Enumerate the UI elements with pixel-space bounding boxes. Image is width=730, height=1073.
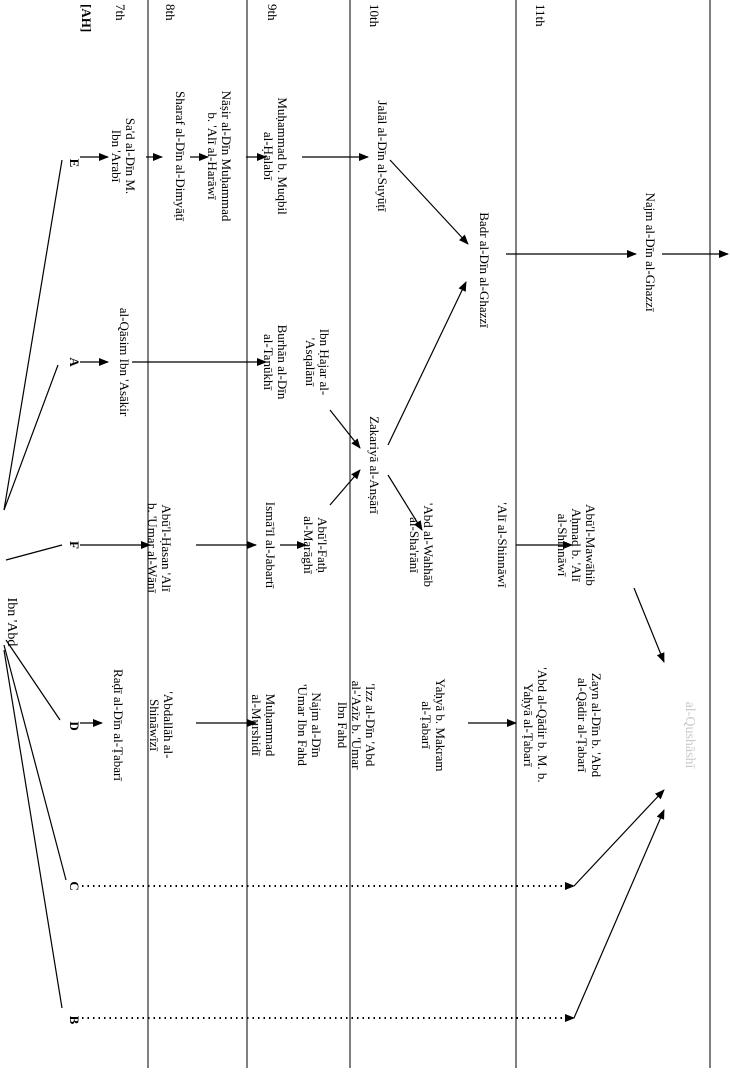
arrow-maraghi-to-zakariya xyxy=(329,469,361,506)
name-d3-line-2: al-Murshidī xyxy=(249,694,264,756)
name-badr: Badr al-Dīn al-Ghazzī xyxy=(477,212,492,328)
name-d7-line-2: Yaḥyā al-Ṭabarī xyxy=(521,683,536,767)
name-d4-line-1: Najm al-Dīn xyxy=(309,692,324,758)
name-zakariya: Zakariyā al-Anṣārī xyxy=(367,416,382,514)
fan-to-D xyxy=(5,639,61,721)
name-f1-line-2: b. 'Umar al-Wānī xyxy=(145,503,160,593)
name-zakariya-line-1: Zakariyā al-Anṣārī xyxy=(367,416,382,514)
name-d4-line-2: 'Umar Ibn Fahd xyxy=(295,684,310,766)
name-e2: Sharaf al-Dīn al-Dimyāṭī xyxy=(173,91,188,221)
name-d6-line-2: al-Ṭabarī xyxy=(419,701,434,749)
name-e3-line-1: Nāṣir al-Dīn Muḥammad xyxy=(219,91,234,222)
name-d5: 'Izz al-Dīn 'Abdal-'Azīz b. 'UmarIbn Fah… xyxy=(335,681,378,770)
name-f2-line-1: Ismā'īl al-Jabartī xyxy=(263,502,278,589)
name-f1-line-1: Abū'l-Ḥasan 'Alī xyxy=(159,504,174,592)
name-f5-line-1: 'Alī al-Shinnāwī xyxy=(495,502,510,587)
name-d3-line-1: Muḥammad xyxy=(263,694,278,757)
name-e1-line-2: Ibn 'Arabī xyxy=(109,130,124,183)
name-badr-line-1: Badr al-Dīn al-Ghazzī xyxy=(477,212,492,328)
root-label: Ibn 'Abd xyxy=(4,598,19,647)
name-a3-line-2: 'Asqalānī xyxy=(303,338,318,387)
arrow-C-to-center xyxy=(573,789,665,887)
line-F-label: F xyxy=(67,541,82,549)
name-f3-line-2: al-Marāghī xyxy=(301,516,316,574)
name-a3-line-1: Ibn Ḥajar al- xyxy=(317,329,332,395)
center-label: al-Qushāshī xyxy=(682,702,697,770)
name-f4-line-1: 'Abd al-Wahhāb xyxy=(421,503,436,587)
name-a2: Burhān al-Dīnal-Tanūkhī xyxy=(261,325,290,400)
name-najm-line-1: Najm al-Dīn al-Ghazzī xyxy=(643,192,658,312)
fan-to-A xyxy=(3,364,59,511)
line-E-label: E xyxy=(67,159,82,168)
name-d1: Raḍī al-Dīn al-Ṭabarī xyxy=(111,669,126,781)
arrow-shinnawi-to-center xyxy=(633,587,665,663)
name-f5: 'Alī al-Shinnāwī xyxy=(495,502,510,587)
name-d5-line-1: 'Izz al-Dīn 'Abd xyxy=(363,684,378,767)
name-e4-line-2: al-Ḥalabī xyxy=(261,132,276,181)
name-e1-line-1: Sa'd al-Dīn M. xyxy=(123,118,138,194)
name-najm: Najm al-Dīn al-Ghazzī xyxy=(643,192,658,312)
arrow-zakariya-to-badr xyxy=(387,281,467,446)
name-f6-line-2: Aḥmad b. 'Alī xyxy=(569,508,584,582)
name-e3-line-2: b. 'Alī al-Harāwī xyxy=(205,112,220,200)
name-a3: Ibn Ḥajar al-'Asqalānī xyxy=(303,329,332,395)
name-d4: Najm al-Dīn'Umar Ibn Fahd xyxy=(295,684,324,766)
name-a1: al-Qāsim Ibn 'Asākir xyxy=(117,308,132,417)
name-d2: 'Abdallāh al-Shināwīzī xyxy=(147,692,176,759)
name-d3: Muḥammadal-Murshidī xyxy=(249,694,278,757)
name-f3-line-1: Abū'l-Fatḥ xyxy=(315,517,330,573)
century-7-label: 7th xyxy=(113,4,128,21)
century-11-label: 11th xyxy=(533,4,548,27)
name-e5: Jalāl al-Dīn al-Suyūṭī xyxy=(375,100,390,212)
name-e5-line-1: Jalāl al-Dīn al-Suyūṭī xyxy=(375,100,390,212)
name-d6: Yaḥyā b. Makramal-Ṭabarī xyxy=(419,679,448,772)
name-f6-line-3: al-Shinnāwī xyxy=(555,514,570,577)
name-d2-line-1: 'Abdallāh al- xyxy=(161,692,176,759)
name-e4: Muḥammad b. Muqbilal-Ḥalabī xyxy=(261,97,290,215)
name-f4: 'Abd al-Wahhābal-Sha'rānī xyxy=(407,503,436,587)
name-f1: Abū'l-Ḥasan 'Alīb. 'Umar al-Wānī xyxy=(145,503,174,593)
fan-to-E xyxy=(3,159,63,511)
name-f4-line-2: al-Sha'rānī xyxy=(407,517,422,573)
name-f2: Ismā'īl al-Jabartī xyxy=(263,502,278,589)
line-A-label: A xyxy=(67,357,82,367)
arrow-zakariya-to-sharani xyxy=(387,474,423,531)
name-d6-line-1: Yaḥyā b. Makram xyxy=(433,679,448,772)
name-e1: Sa'd al-Dīn M.Ibn 'Arabī xyxy=(109,118,138,194)
name-d2-line-2: Shināwīzī xyxy=(147,699,162,751)
name-f3: Abū'l-Fatḥal-Marāghī xyxy=(301,516,330,574)
name-d5-line-3: Ibn Fahd xyxy=(335,702,350,749)
century-10-label: 10th xyxy=(367,4,382,28)
name-d1-line-1: Raḍī al-Dīn al-Ṭabarī xyxy=(111,669,126,781)
name-a1-line-1: al-Qāsim Ibn 'Asākir xyxy=(117,308,132,417)
name-a2-line-2: al-Tanūkhī xyxy=(261,334,276,391)
name-e2-line-1: Sharaf al-Dīn al-Dimyāṭī xyxy=(173,91,188,221)
line-C-label: C xyxy=(67,881,82,890)
name-d8-line-2: al-Qādir al-Ṭabarī xyxy=(575,678,590,773)
century-9-label: 9th xyxy=(265,4,280,21)
name-d7: 'Abd al-Qādir b. M. b.Yaḥyā al-Ṭabarī xyxy=(521,667,550,782)
name-e3: Nāṣir al-Dīn Muḥammadb. 'Alī al-Harāwī xyxy=(205,91,234,222)
fan-to-F xyxy=(5,544,63,561)
name-d8: Zayn al-Dīn b. 'Abdal-Qādir al-Ṭabarī xyxy=(575,673,604,778)
name-d8-line-1: Zayn al-Dīn b. 'Abd xyxy=(589,673,604,778)
name-f6: Abū'l-MawāhibAḥmad b. 'Alīal-Shinnāwī xyxy=(555,504,598,586)
line-D-label: D xyxy=(67,721,82,730)
arrow-asqalani-to-zakariya xyxy=(329,409,361,449)
name-d5-line-2: al-'Azīz b. 'Umar xyxy=(349,681,364,770)
century-8-label: 8th xyxy=(163,4,178,21)
name-a2-line-1: Burhān al-Dīn xyxy=(275,325,290,400)
arrow-B-to-center xyxy=(573,809,665,1019)
fan-to-B xyxy=(3,649,63,1009)
name-e4-line-1: Muḥammad b. Muqbil xyxy=(275,97,290,215)
era-label: [AH] xyxy=(79,4,94,32)
name-d7-line-1: 'Abd al-Qādir b. M. b. xyxy=(535,667,550,782)
arrow-suyuti-to-badr xyxy=(389,159,469,245)
fan-to-C xyxy=(3,644,67,881)
line-B-label: B xyxy=(67,1016,82,1025)
name-f6-line-1: Abū'l-Mawāhib xyxy=(583,504,598,586)
